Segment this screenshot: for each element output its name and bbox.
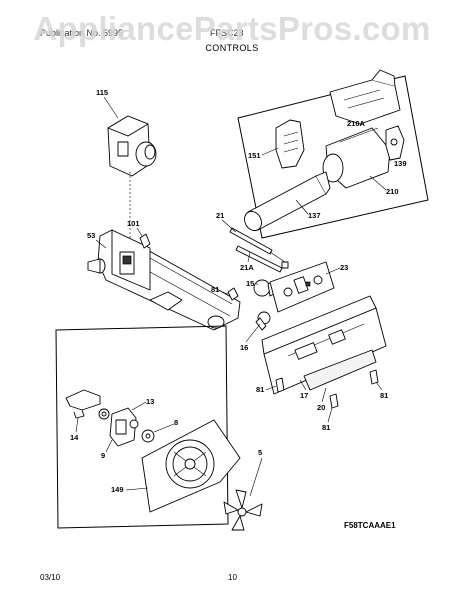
callout-21A: 21A: [240, 263, 254, 272]
fan-shroud: [141, 419, 241, 513]
callout-210A: 210A: [347, 119, 366, 128]
filter-housing-top: [329, 69, 401, 125]
screw-101: [139, 233, 151, 249]
callout-149: 149: [111, 485, 124, 494]
screw-81-upper: [227, 287, 239, 301]
callout-8: 8: [174, 418, 178, 427]
callout-14: 14: [70, 433, 79, 442]
callout-13: 13: [146, 397, 154, 406]
grommet-lower: [141, 429, 155, 443]
footer-page-number: 10: [228, 573, 237, 582]
publication-number: Publication No. 5995: [40, 28, 124, 38]
control-module: [107, 115, 157, 177]
callout-20: 20: [317, 403, 325, 412]
diagram-code: F58TCAAAE1: [344, 521, 396, 530]
filter-housing: [322, 127, 391, 189]
screw-81-right: [369, 369, 379, 385]
callout-15: 15: [246, 279, 254, 288]
callout-9: 9: [101, 451, 105, 460]
water-filter-cartridge: [244, 171, 331, 232]
filter-cap: [275, 119, 305, 169]
callout-21: 21: [216, 211, 224, 220]
footer-date: 03/10: [40, 573, 61, 582]
screw-81-bottom: [329, 393, 339, 409]
callout-16: 16: [240, 343, 248, 352]
callout-81-upper: 81: [211, 285, 219, 294]
callout-151: 151: [248, 151, 261, 160]
callout-5: 5: [258, 448, 262, 457]
fan-motor: [109, 407, 139, 447]
callout-81-right: 81: [380, 391, 388, 400]
screw-81-left: [275, 377, 285, 393]
fan-blade: [223, 489, 263, 531]
callout-81-left: 81: [256, 385, 264, 394]
callout-139: 139: [394, 159, 407, 168]
callout-53: 53: [87, 231, 95, 240]
fan-inset-box: [55, 325, 229, 529]
callout-210: 210: [386, 187, 399, 196]
light-bulb: [255, 311, 271, 331]
callout-115: 115: [96, 88, 108, 97]
control-panel-front: [261, 295, 387, 395]
callout-23: 23: [340, 263, 348, 272]
filter-latch: [385, 125, 405, 161]
callout-137: 137: [308, 211, 321, 220]
wire-harness: [229, 227, 289, 273]
control-board: [269, 261, 335, 313]
callout-101: 101: [127, 219, 140, 228]
callout-81-bottom: 81: [322, 423, 330, 432]
watermark: AppliancePartsPros.com: [33, 10, 431, 47]
overlay-strip: [303, 349, 377, 391]
control-housing: [87, 229, 241, 331]
grommet-upper: [98, 408, 110, 420]
motor-bracket: [65, 389, 101, 419]
section-title: CONTROLS: [205, 43, 259, 53]
model-number: FFSC23: [210, 28, 244, 38]
callout-17: 17: [300, 391, 308, 400]
